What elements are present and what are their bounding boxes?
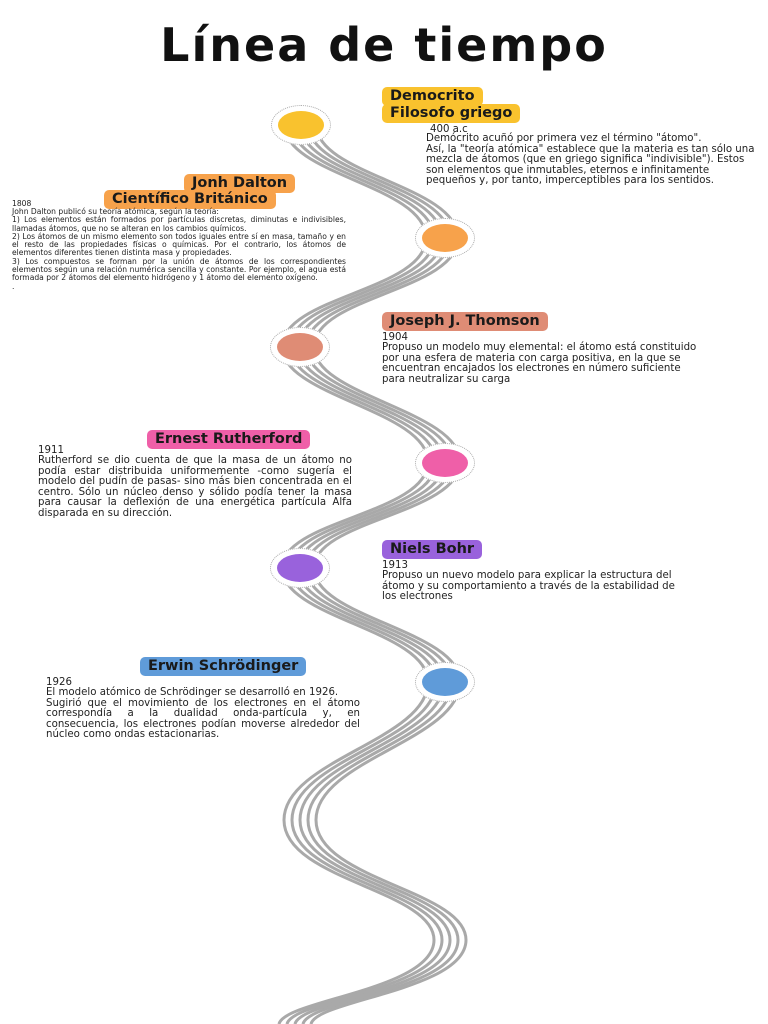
timeline-node-schrodinger <box>415 662 475 702</box>
label-schrodinger: Erwin Schrödinger <box>140 657 307 676</box>
label-rutherford: Ernest Rutherford <box>147 430 311 449</box>
desc-democrito: Demócrito acuñó por primera vez el térmi… <box>426 133 755 187</box>
timeline-node-bohr <box>270 548 330 588</box>
label-dalton-subtitle: Científico Británico <box>104 190 276 209</box>
node-dot <box>277 333 323 361</box>
timeline-node-democrito <box>271 105 331 145</box>
timeline-node-rutherford <box>415 443 475 483</box>
desc-dalton: John Dalton publicó su teoría atómica, s… <box>12 207 346 291</box>
timeline-node-thomson <box>270 327 330 367</box>
year-schrodinger: 1926 <box>46 677 72 688</box>
year-dalton: 1808 <box>12 199 32 208</box>
label-bohr: Niels Bohr <box>382 540 483 559</box>
timeline-node-dalton <box>415 218 475 258</box>
desc-thomson: Propuso un modelo muy elemental: el átom… <box>382 342 697 385</box>
label-dalton: Jonh Dalton <box>184 174 296 193</box>
node-dot <box>422 449 468 477</box>
label-democrito-subtitle: Filosofo griego <box>382 104 521 123</box>
label-thomson: Joseph J. Thomson <box>382 312 548 331</box>
year-thomson: 1904 <box>382 332 408 343</box>
desc-bohr: Propuso un nuevo modelo para explicar la… <box>382 570 675 603</box>
node-dot <box>278 111 324 139</box>
node-dot <box>422 224 468 252</box>
desc-schrodinger: El modelo atómico de Schrödinger se desa… <box>46 687 360 741</box>
page-title: Línea de tiempo <box>160 18 608 72</box>
node-dot <box>277 554 323 582</box>
label-democrito: Democrito <box>382 87 483 106</box>
node-dot <box>422 668 468 696</box>
year-rutherford: 1911 <box>38 445 64 456</box>
year-democrito: 400 a.c <box>430 124 468 135</box>
desc-rutherford: Rutherford se dio cuenta de que la masa … <box>38 455 352 519</box>
year-bohr: 1913 <box>382 560 408 571</box>
